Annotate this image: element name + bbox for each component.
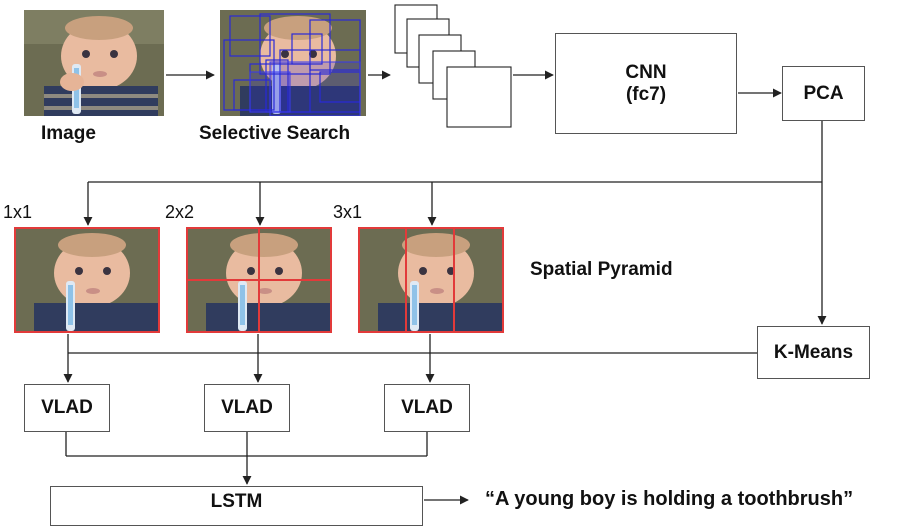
pyramid-frame-2x2 (186, 227, 332, 333)
lstm-box: LSTM (50, 486, 423, 526)
pyramid-divider-horizontal (188, 279, 330, 281)
vlad-label-3: VLAD (401, 397, 453, 419)
pyramid-frame-1x1 (14, 227, 160, 333)
grid-label-2x2: 2x2 (165, 202, 195, 222)
selective-search-image (220, 10, 366, 116)
vlad-label-2: VLAD (221, 397, 273, 419)
input-image (24, 10, 164, 116)
cnn-label: CNN (625, 61, 667, 83)
pyramid-image-1x1 (14, 227, 160, 333)
image-label: Image (41, 123, 96, 144)
pca-box: PCA (782, 66, 865, 121)
cnn-layer-label: (fc7) (625, 83, 667, 105)
lstm-label: LSTM (210, 491, 263, 512)
spatial-pyramid-label: Spatial Pyramid (530, 259, 673, 280)
pca-label: PCA (803, 82, 844, 104)
vlad-label-1: VLAD (41, 397, 93, 419)
vlad-box-3: VLAD (384, 384, 470, 432)
grid-label-1x1: 1x1 (3, 202, 33, 222)
selective-search-label: Selective Search (199, 123, 351, 144)
pyramid-divider-left (405, 229, 407, 331)
cnn-box: CNN (fc7) (555, 33, 737, 134)
pyramid-frame-3x1 (358, 227, 504, 333)
generated-caption: “A young boy is holding a toothbrush” (485, 488, 854, 510)
pyramid-divider-right (453, 229, 455, 331)
kmeans-box: K-Means (757, 326, 870, 379)
grid-label-3x1: 3x1 (333, 202, 363, 222)
pyramid-image-3x1 (358, 227, 504, 333)
vlad-box-1: VLAD (24, 384, 110, 432)
region-proposals-stack (394, 4, 512, 128)
kmeans-label: K-Means (773, 341, 854, 363)
vlad-box-2: VLAD (204, 384, 290, 432)
